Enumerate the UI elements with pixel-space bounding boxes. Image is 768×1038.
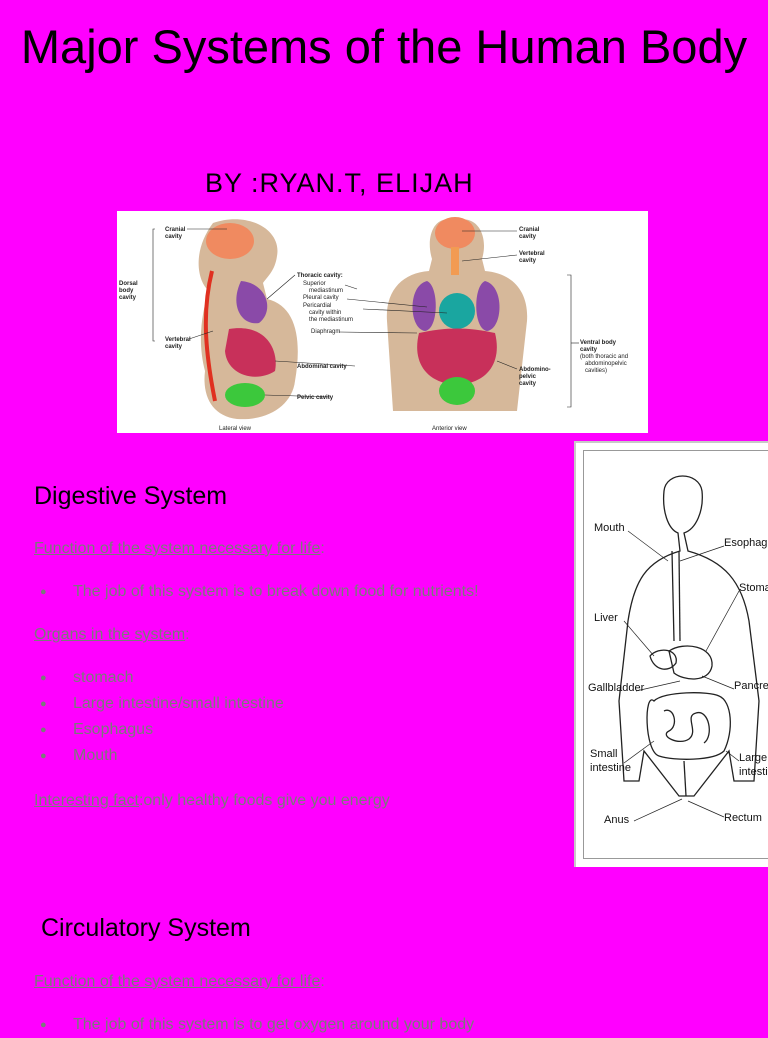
pancreas-label: Pancreas [734, 680, 768, 692]
circulatory-heading: Circulatory System [41, 914, 251, 942]
digestive-organs-line: Organs in the system: [34, 626, 190, 644]
digestive-heading: Digestive System [34, 482, 228, 510]
circulatory-function-label: Function of the system necessary for lif… [34, 973, 321, 990]
digestive-function-label: Function of the system necessary for lif… [34, 540, 321, 557]
circulatory-function-colon: : [320, 973, 325, 990]
digestive-system-figure: Mouth Esophagus Stomach Liver Gallbladde… [574, 441, 768, 867]
digestive-function-list: The job of this system is to break down … [40, 579, 479, 605]
list-item: stomach [40, 665, 284, 691]
digestive-function-colon: : [320, 540, 325, 557]
list-item: The job of this system is to get oxygen … [40, 1012, 474, 1038]
mouth-label: Mouth [594, 522, 625, 534]
stomach-label: Stomach [739, 582, 768, 594]
digestive-fact-label: Interesting fact [34, 792, 139, 809]
abdominal-cavity-label: Abdominal cavity [297, 364, 347, 370]
esophagus-label: Esophagus [724, 537, 768, 549]
list-item: The job of this system is to break down … [40, 579, 479, 605]
list-item: Mouth [40, 743, 284, 769]
rectum-label: Rectum [724, 812, 762, 824]
gallbladder-label: Gallbladder [588, 682, 645, 694]
digestive-fact-text: :only healthy foods give you energy [138, 792, 390, 809]
digestive-organs-list: stomach Large intestine/small intestine … [40, 665, 284, 769]
anus-label: Anus [604, 814, 630, 826]
anterior-view-label: Anterior view [432, 426, 467, 432]
diaphragm-label: Diaphragm [311, 329, 340, 335]
pelvic-cavity-label: Pelvic cavity [297, 395, 334, 401]
page-title: Major Systems of the Human Body [20, 20, 748, 73]
pleural-cavity-label: Pleural cavity [303, 295, 339, 301]
lateral-body [198, 219, 298, 420]
digestive-function-line: Function of the system necessary for lif… [34, 540, 325, 558]
digestive-fact-line: Interesting fact:only healthy foods give… [34, 792, 390, 810]
byline: BY :RYAN.T, ELIJAH [205, 168, 474, 198]
lateral-view-label: Lateral view [219, 426, 252, 432]
digestive-organs-label: Organs in the system [34, 626, 186, 643]
digestive-organs-colon: : [185, 626, 190, 643]
circulatory-function-list: The job of this system is to get oxygen … [40, 1012, 474, 1038]
circulatory-function-line: Function of the system necessary for lif… [34, 973, 325, 991]
list-item: Esophagus [40, 717, 284, 743]
thoracic-cavity-label: Thoracic cavity: [297, 273, 343, 279]
list-item: Large intestine/small intestine [40, 691, 284, 717]
anterior-body [386, 217, 528, 411]
liver-label: Liver [594, 612, 618, 624]
